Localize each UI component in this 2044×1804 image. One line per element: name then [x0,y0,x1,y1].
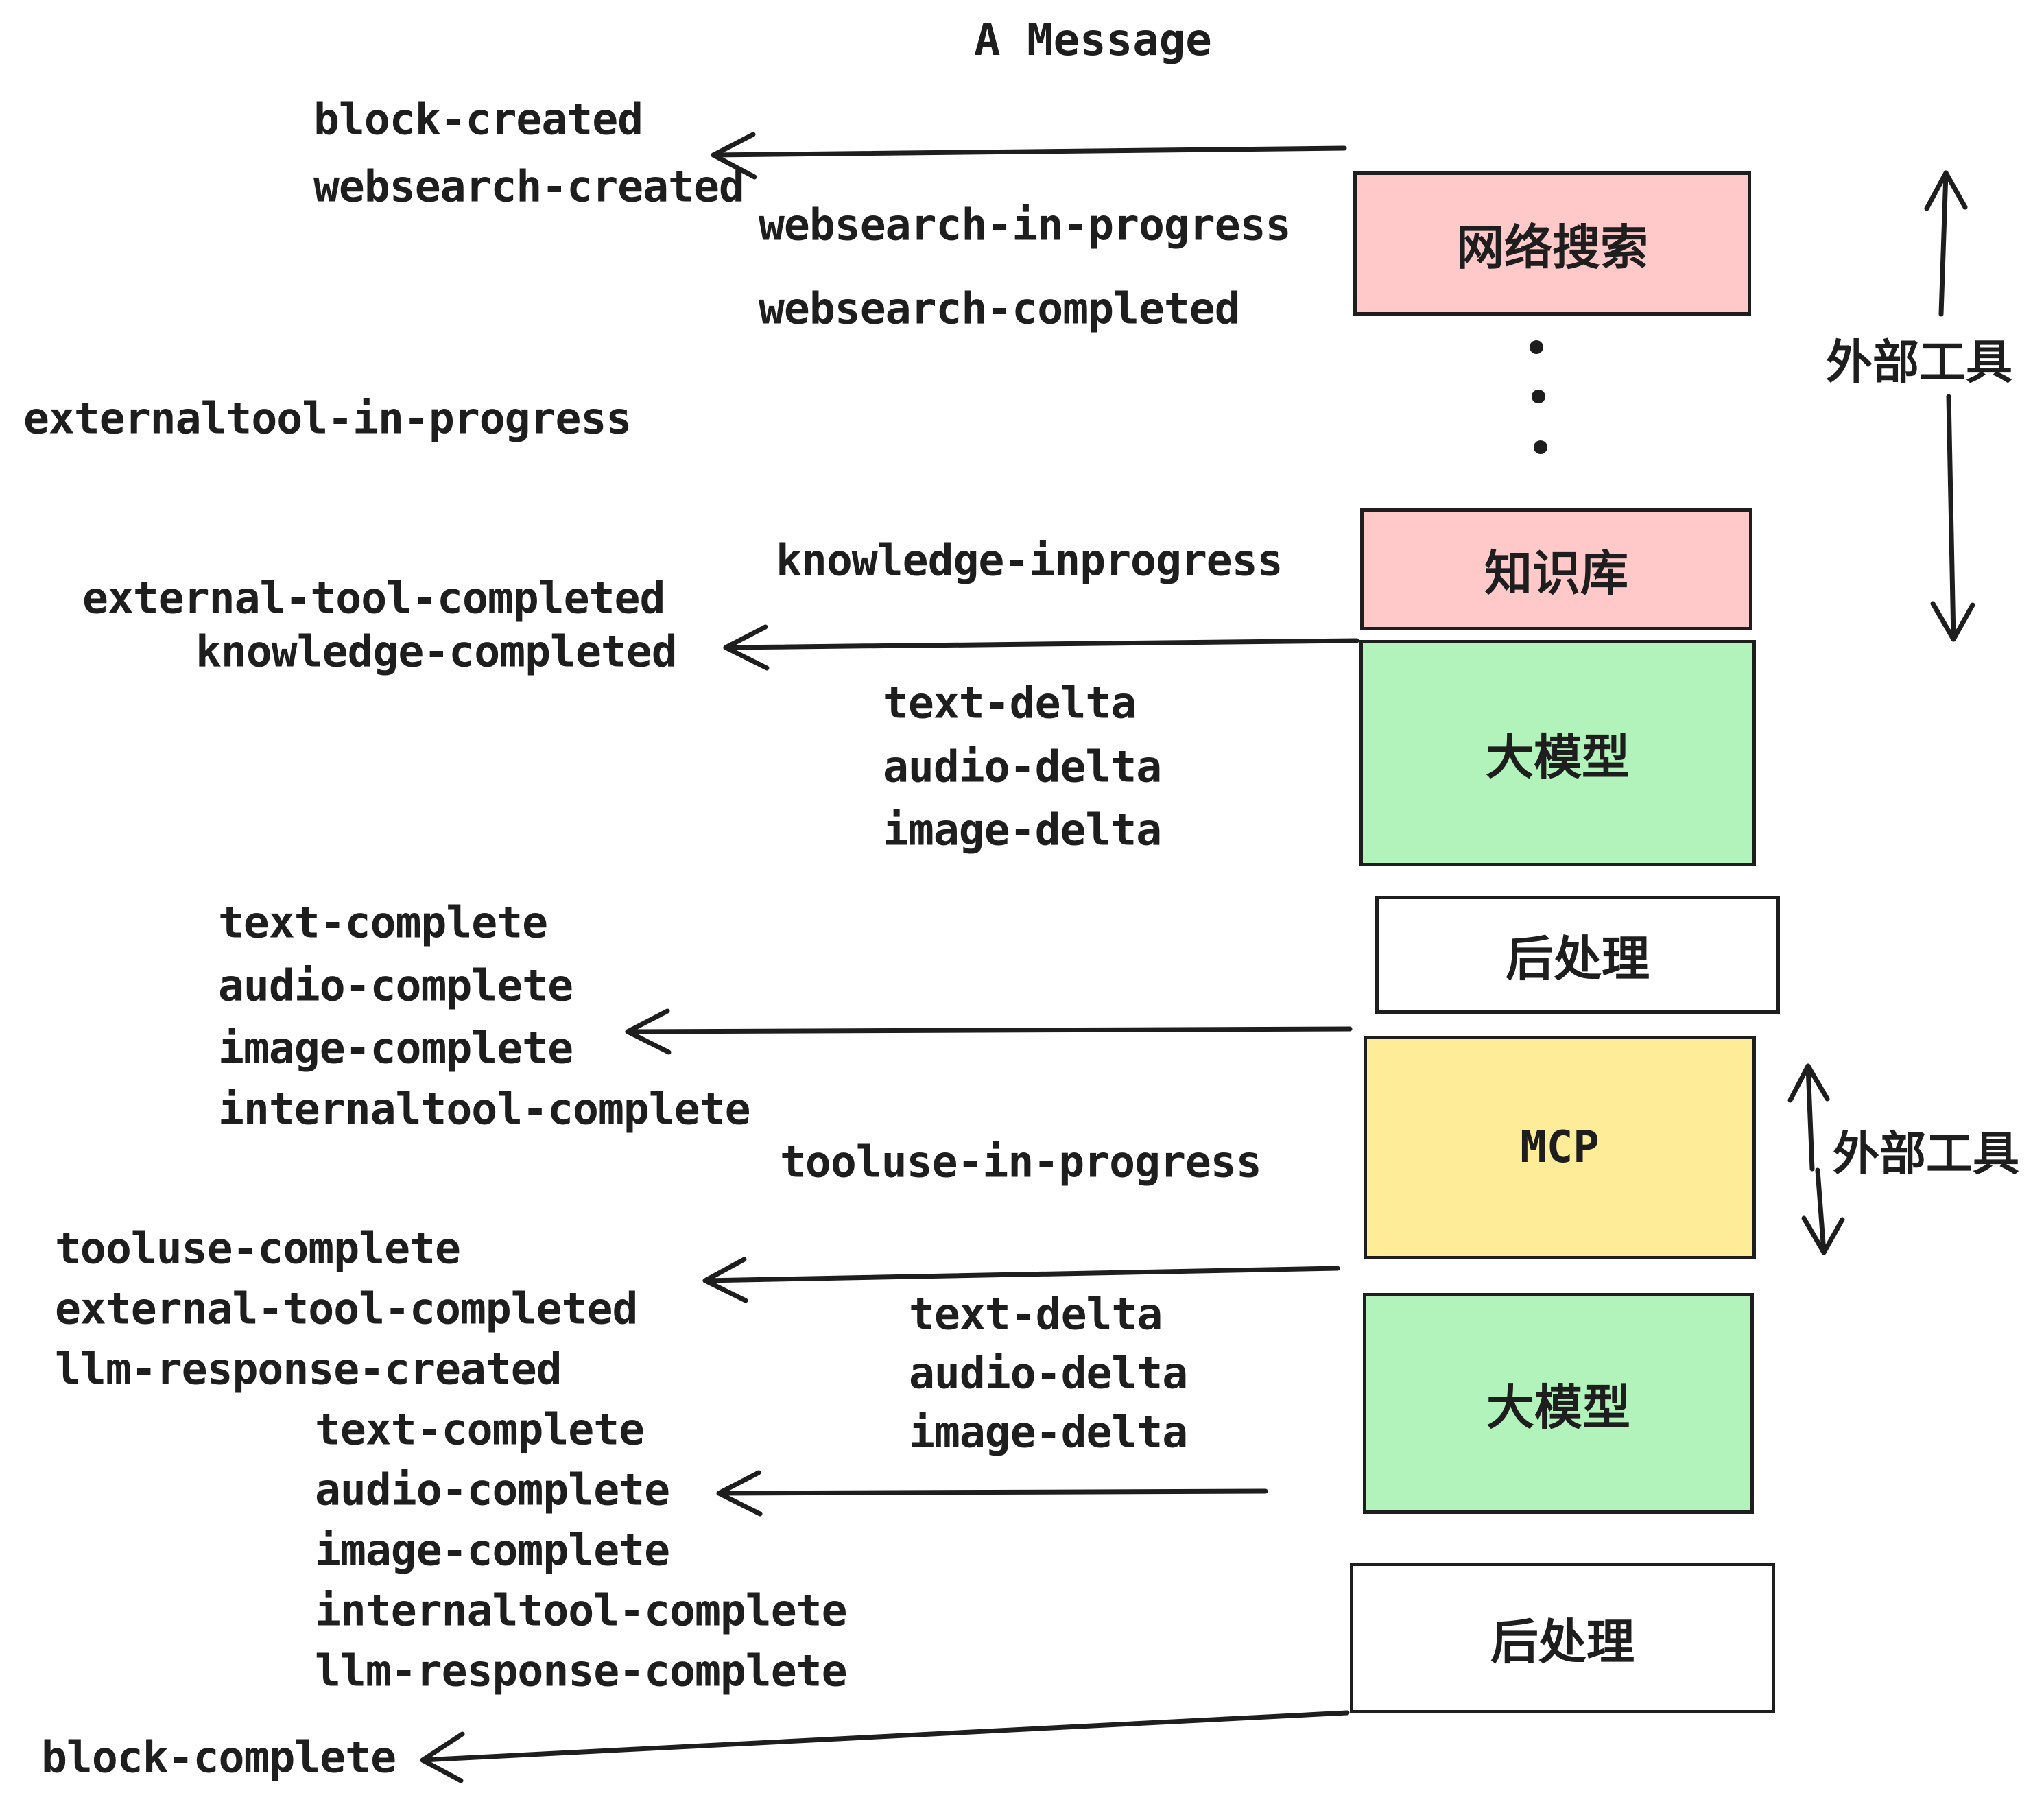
websearch-box-label: 网络搜索 [1456,220,1648,274]
event-label-image-delta-2: image-delta [909,1407,1188,1458]
mcp-box: MCP [1364,1036,1756,1259]
ellipsis-dot-3 [1534,440,1547,454]
external-tools-mid-up-arrow [1805,1063,1815,1172]
event-label-websearch-completed: websearch-completed [759,283,1241,334]
websearch-box: 网络搜索 [1353,171,1751,316]
event-label-image-delta-1: image-delta [883,805,1162,855]
event-label-llm-response-created: llm-response-created [55,1344,562,1394]
event-label-audio-complete-1: audio-complete [218,960,573,1011]
postprocess-box-1: 后处理 [1375,896,1780,1014]
event-label-knowledge-completed: knowledge-completed [195,626,678,677]
ellipsis-dot-2 [1532,390,1545,403]
postprocess-box-2: 后处理 [1350,1563,1775,1713]
arrow-complete-2-head [716,1470,763,1517]
event-label-knowledge-inprogress: knowledge-inprogress [776,535,1283,586]
event-label-block-complete: block-complete [41,1732,396,1783]
event-label-websearch-in-progress: websearch-in-progress [759,200,1292,250]
arrow-block-created [711,145,1347,158]
arrow-complete-1-head [625,1008,672,1055]
arrow-complete-2 [716,1488,1268,1496]
event-label-llm-response-complete: llm-response-complete [315,1646,848,1696]
event-label-internaltool-complete-1: internaltool-complete [218,1084,751,1135]
external-tools-top-down-head [1930,601,1975,642]
event-label-websearch-created: websearch-created [313,161,745,212]
event-label-text-delta-2: text-delta [909,1289,1163,1340]
event-label-audio-delta-1: audio-delta [883,741,1162,792]
knowledge-box: 知识库 [1360,508,1752,630]
llm-box-2-label: 大模型 [1486,1380,1630,1434]
event-label-tooluse-in-progress: tooluse-in-progress [780,1137,1262,1187]
event-label-image-complete-2: image-complete [315,1525,670,1576]
external-tools-mid-down-arrow [1815,1167,1827,1255]
event-label-text-delta-1: text-delta [883,678,1137,728]
external-tools-top-up-arrow [1938,170,1949,317]
event-label-audio-delta-2: audio-delta [909,1348,1188,1399]
external-tools-label-mid: 外部工具 [1833,1128,2020,1180]
llm-box-2: 大模型 [1363,1293,1754,1514]
external-tools-mid-down-head [1801,1215,1845,1255]
event-label-block-created: block-created [313,94,643,145]
arrow-knowledge-completed [723,638,1359,650]
event-label-external-tool-completed-2: external-tool-completed [55,1283,638,1334]
arrow-tooluse-complete [702,1266,1340,1283]
arrow-tooluse-complete-head [702,1257,748,1303]
arrow-knowledge-completed-head [723,624,770,671]
external-tools-mid-up-head [1787,1063,1830,1103]
mcp-box-label: MCP [1520,1122,1600,1173]
llm-box-1: 大模型 [1359,640,1756,866]
postprocess-box-1-label: 后处理 [1506,931,1650,986]
event-label-audio-complete-2: audio-complete [315,1464,670,1515]
external-tools-label-top: 外部工具 [1826,336,2013,389]
event-label-text-complete-1: text-complete [218,897,548,948]
arrow-complete-1 [625,1026,1353,1034]
external-tools-top-down-arrow [1946,394,1956,642]
postprocess-box-2-label: 后处理 [1490,1615,1635,1669]
event-label-internaltool-complete-2: internaltool-complete [315,1585,848,1636]
diagram-title: A Message [974,15,1212,66]
external-tools-top-up-head [1924,170,1968,211]
llm-box-1-label: 大模型 [1486,730,1630,784]
event-label-text-complete-2: text-complete [315,1404,645,1455]
ellipsis-dot-1 [1530,340,1543,354]
event-label-image-complete-1: image-complete [218,1023,573,1073]
event-label-external-tool-completed-1: external-tool-completed [82,573,665,624]
event-label-externaltool-in-progress: externaltool-in-progress [23,393,632,444]
arrow-block-complete [420,1710,1350,1763]
knowledge-box-label: 知识库 [1484,546,1628,600]
event-label-tooluse-complete: tooluse-complete [55,1223,461,1274]
arrow-block-complete-head [420,1731,465,1783]
